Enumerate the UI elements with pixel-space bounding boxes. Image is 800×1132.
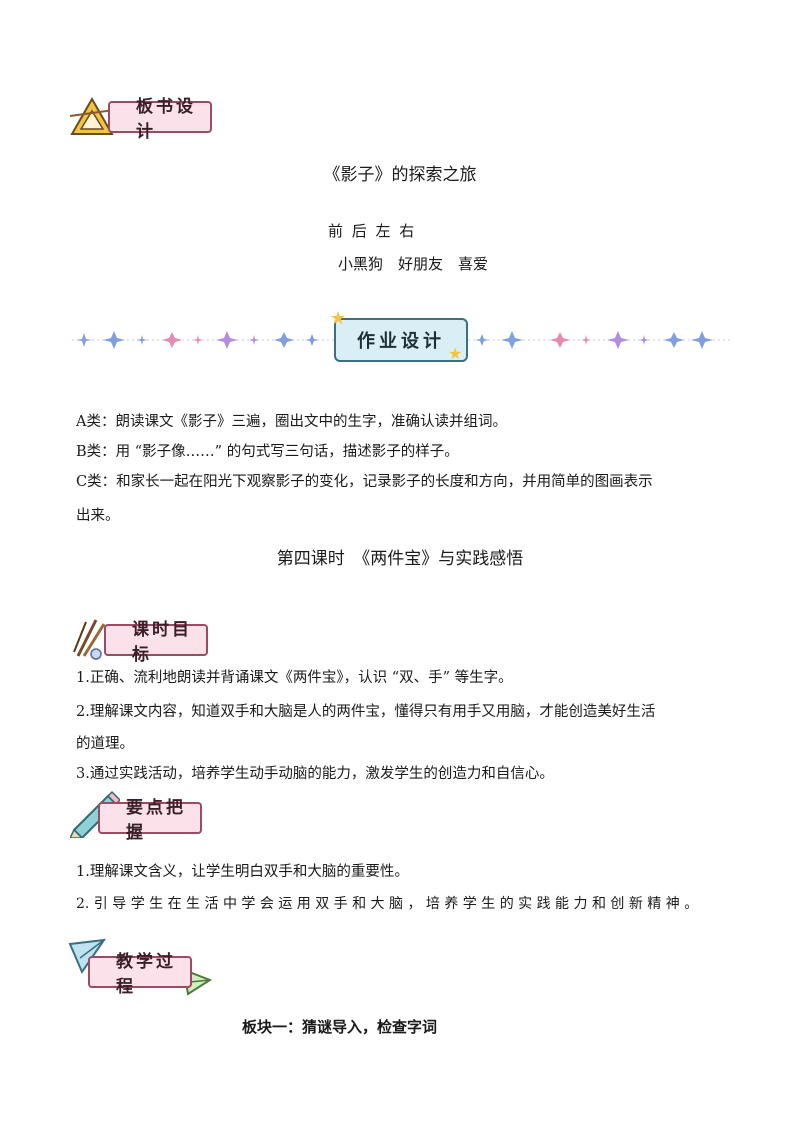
lesson4-title: 第四课时 《两件宝》与实践感悟 [276,549,524,569]
board-design-badge: 板书设计 [108,97,212,142]
homework-item-c: C类：和家长一起在阳光下观察影子的变化，记录影子的长度和方向，并用简单的图画表示 [76,474,653,490]
key-point-2: 2. 引 导 学 生 在 生 活 中 学 会 运 用 双 手 和 大 脑 ， 培… [76,896,699,912]
homework-banner-frame [334,318,468,362]
key-points-badge: 要点把握 [98,798,202,843]
brushes-icon [70,616,110,660]
star-icon: ★ [448,344,463,363]
goals-badge: 课时目标 [104,620,208,665]
sparkle-divider-right [468,330,730,350]
goal-line-3: 3.通过实践活动，培养学生动手动脑的能力，激发学生的创造力和自信心。 [76,766,554,782]
homework-item-b: B类：用 “影子像……” 的句式写三句话，描述影子的样子。 [76,444,459,460]
homework-item-c-cont: 出来。 [76,508,120,524]
board-design-title: 《影子》的探索之旅 [323,165,477,185]
homework-badge: 作业设计 [357,331,445,352]
homework-item-a: A类：朗读课文《影子》三遍，圈出文中的生字，准确认读并组词。 [76,414,507,430]
goal-line-2: 2.理解课文内容，知道双手和大脑是人的两件宝，懂得只有用手又用脑，才能创造美好生… [76,704,656,720]
star-icon: ★ [330,308,347,329]
process-section-1: 板块一：猜谜导入，检查字词 [242,1018,438,1036]
triangle-ruler-icon [69,96,115,138]
sparkle-divider-left [72,330,334,350]
key-point-1: 1.理解课文含义，让学生明白双手和大脑的重要性。 [76,864,409,880]
board-line-directions: 前 后 左 右 [328,222,417,240]
board-line-words: 小黑狗 好朋友 喜爱 [338,255,489,273]
goal-line-1: 1.正确、流利地朗读并背诵课文《两件宝》，认识 “双、手” 等生字。 [76,670,513,686]
goal-line-2-cont: 的道理。 [76,736,134,752]
process-badge: 教学过程 [88,952,192,997]
